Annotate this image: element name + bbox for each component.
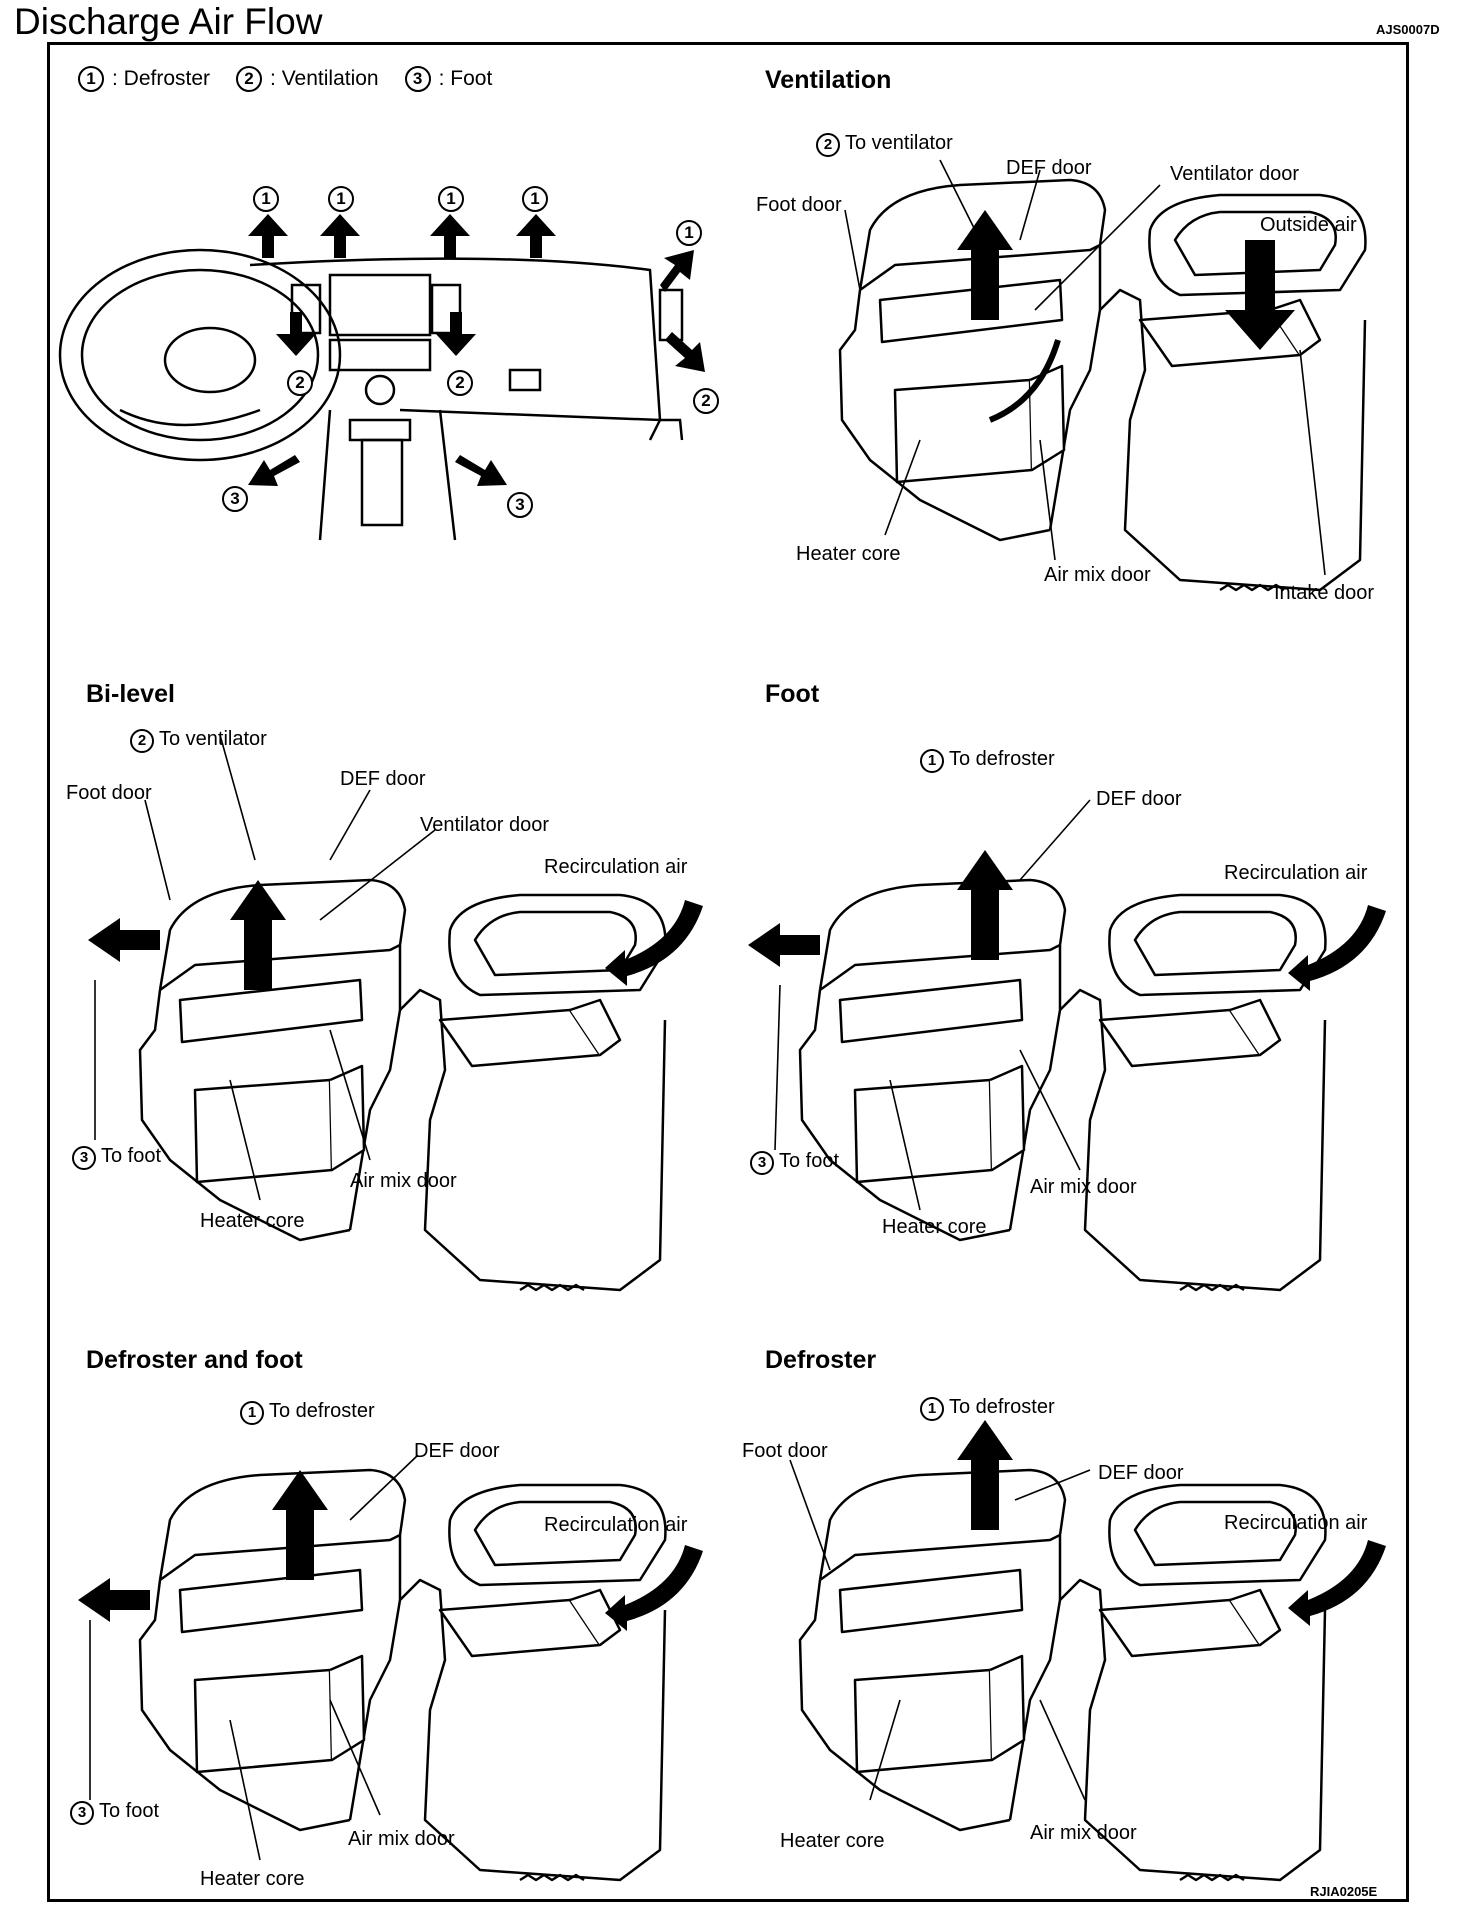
label-intake-door: Intake door: [1274, 582, 1375, 604]
dashboard-illustration: [58, 248, 684, 541]
number-circle-icon: 2: [816, 133, 840, 157]
document-code: AJS0007D: [1376, 22, 1440, 37]
dashboard-marker: 1: [253, 186, 279, 212]
panel-title-defroster-and-foot: Defroster and foot: [86, 1346, 303, 1374]
number-circle-icon: 3: [404, 66, 431, 92]
figure-code: RJIA0205E: [1310, 1884, 1378, 1899]
label-def-door: DEF door: [1098, 1462, 1184, 1484]
dashboard-arrows: [248, 214, 705, 486]
label-air-mix-door: Air mix door: [1030, 1176, 1137, 1198]
legend-item-foot: 3 : Foot: [404, 66, 493, 92]
label-recirculation-air: Recirculation air: [544, 1514, 688, 1536]
dashboard-marker: 1: [438, 186, 464, 212]
legend-label: : Ventilation: [270, 67, 379, 90]
number-circle-icon: 3: [750, 1151, 774, 1175]
label-foot-door: Foot door: [66, 782, 152, 804]
dashboard-marker: 1: [676, 220, 702, 246]
dashboard-marker: 3: [222, 486, 248, 512]
panel-title-foot: Foot: [765, 680, 820, 708]
label-air-mix-door: Air mix door: [350, 1170, 457, 1192]
number-circle-icon: 3: [70, 1801, 94, 1825]
number-circle-icon: 1: [920, 1397, 944, 1421]
number-circle-icon: 1: [240, 1401, 264, 1425]
label-heater-core: Heater core: [780, 1830, 885, 1852]
panel-title-defroster: Defroster: [765, 1346, 877, 1374]
label-foot-door: Foot door: [742, 1440, 828, 1462]
label-outside-air: Outside air: [1260, 214, 1357, 236]
label-heater-core: Heater core: [200, 1868, 305, 1890]
dashboard-marker: 3: [507, 492, 533, 518]
dashboard-marker: 1: [522, 186, 548, 212]
number-circle-icon: 1: [920, 749, 944, 773]
label-def-door: DEF door: [1096, 788, 1182, 810]
label-air-mix-door: Air mix door: [1044, 564, 1151, 586]
legend: 1 : Defroster 2 : Ventilation 3 : Foot: [78, 66, 518, 92]
legend-item-defroster: 1 : Defroster: [78, 66, 210, 92]
dashboard-marker: 2: [287, 370, 313, 396]
number-circle-icon: 1: [78, 66, 104, 92]
dashboard-marker: 1: [328, 186, 354, 212]
label-air-mix-door: Air mix door: [1030, 1822, 1137, 1844]
panel-title-bilevel: Bi-level: [86, 680, 175, 708]
legend-label: : Defroster: [112, 67, 211, 90]
label-heater-core: Heater core: [882, 1216, 987, 1238]
panel-title-ventilation: Ventilation: [765, 66, 892, 94]
label-air-mix-door: Air mix door: [348, 1828, 455, 1850]
dashboard-marker: 2: [447, 370, 473, 396]
ventilation-arrows: [957, 210, 1295, 423]
dashboard-marker: 2: [693, 388, 719, 414]
label-heater-core: Heater core: [200, 1210, 305, 1232]
leader-lines: [89, 159, 1326, 1861]
label-ventilator-door: Ventilator door: [1170, 163, 1299, 185]
label-def-door: DEF door: [414, 1440, 500, 1462]
legend-label: : Foot: [438, 67, 493, 90]
number-circle-icon: 2: [130, 729, 154, 753]
label-recirculation-air: Recirculation air: [1224, 1512, 1368, 1534]
label-def-door: DEF door: [1006, 157, 1092, 179]
number-circle-icon: 3: [72, 1146, 96, 1170]
label-recirculation-air: Recirculation air: [544, 856, 688, 878]
label-def-door: DEF door: [340, 768, 426, 790]
label-ventilator-door: Ventilator door: [420, 814, 549, 836]
page-title: Discharge Air Flow: [14, 1, 323, 42]
figure-frame: [47, 42, 1409, 1902]
legend-item-ventilation: 2 : Ventilation: [236, 66, 379, 92]
label-recirculation-air: Recirculation air: [1224, 862, 1368, 884]
label-foot-door: Foot door: [756, 194, 842, 216]
label-heater-core: Heater core: [796, 543, 901, 565]
number-circle-icon: 2: [236, 66, 263, 92]
